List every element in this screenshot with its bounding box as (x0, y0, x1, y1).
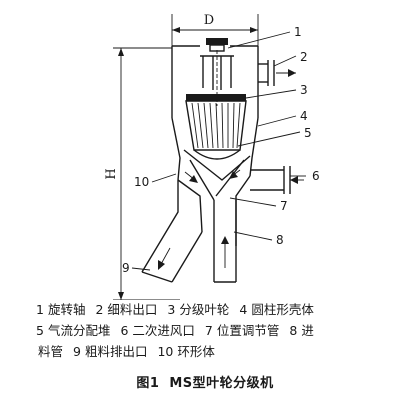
classifier-diagram: D H (104, 13, 320, 300)
figure-title: MS型叶轮分级机 (169, 376, 274, 391)
rotating-shaft (200, 38, 234, 106)
leader-lines (131, 31, 306, 271)
callout-3: 3 (300, 83, 308, 97)
callout-4: 4 (300, 109, 308, 123)
legend-item: 料管 (38, 344, 64, 359)
callout-10: 10 (134, 175, 149, 189)
dimension-h: H (104, 47, 180, 300)
feed-pipe (213, 200, 237, 283)
dimension-d: D (171, 13, 259, 46)
secondary-air-inlet (250, 166, 304, 194)
callout-9: 9 (122, 261, 130, 275)
callout-5: 5 (304, 126, 312, 140)
air-distribution-cone (183, 149, 251, 201)
flow-arrows (184, 169, 241, 183)
fine-material-outlet (258, 60, 296, 86)
figure-caption: 图1 MS型叶轮分级机 (0, 372, 410, 391)
callout-6: 6 (312, 169, 320, 183)
coarse-material-outlet (141, 180, 203, 283)
callout-7: 7 (280, 199, 288, 213)
callout-8: 8 (276, 233, 284, 247)
annular-body (171, 117, 259, 246)
classifying-impeller (185, 94, 247, 160)
dimension-d-label: D (204, 13, 214, 28)
callout-labels: 1 2 3 4 5 6 7 8 9 10 (122, 25, 320, 275)
dimension-h-label: H (104, 168, 119, 179)
figure-number: 图1 (136, 376, 160, 391)
callout-1: 1 (294, 25, 302, 39)
callout-2: 2 (300, 50, 308, 64)
